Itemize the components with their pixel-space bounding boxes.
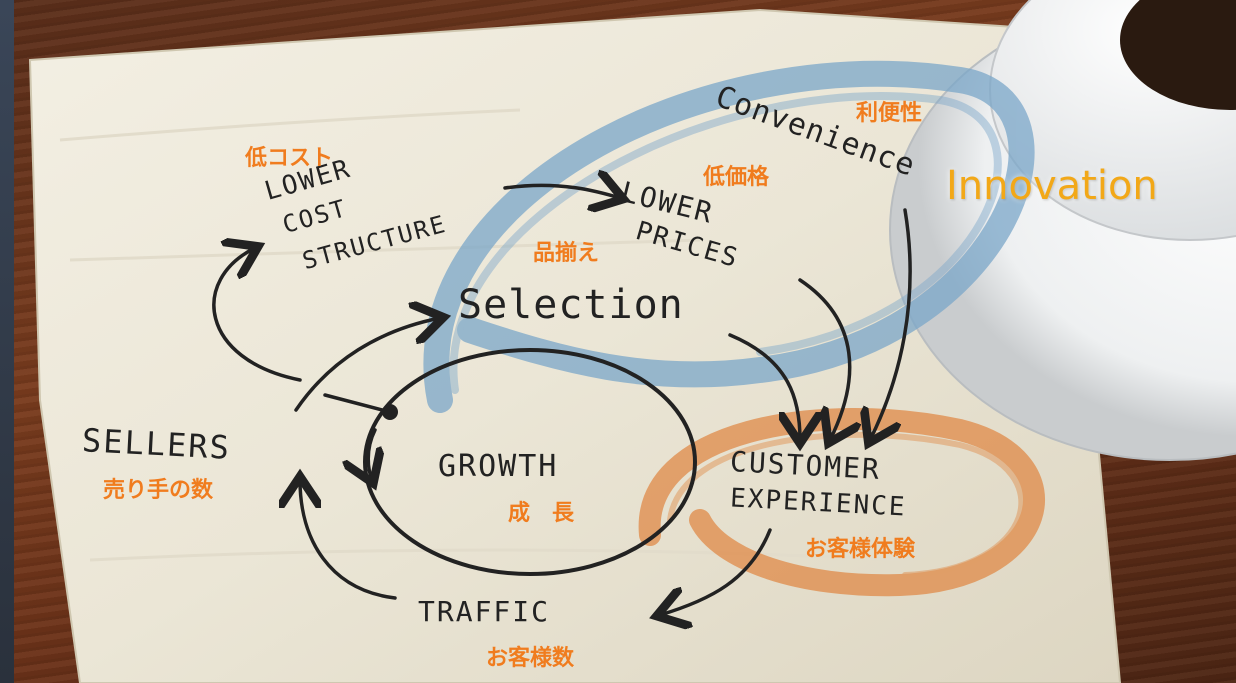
arrow-hub-to-selection — [294, 318, 440, 412]
jp-convenience: 利便性 — [856, 101, 923, 126]
arrow-customer-to-traffic — [660, 528, 772, 615]
jp-growth: 成 長 — [508, 501, 575, 526]
jp-traffic: お客様数 — [486, 646, 575, 671]
growth-label: GROWTH — [438, 449, 559, 484]
arrow-sellers-to-cost — [212, 248, 302, 382]
arrow-cost-to-prices — [503, 185, 620, 198]
traffic-label: TRAFFIC — [418, 595, 551, 628]
jp-selection: 品揃え — [533, 241, 600, 266]
jp-sellers: 売り手の数 — [103, 478, 214, 503]
arrow-circle-down — [368, 428, 375, 480]
jp-low-price: 低価格 — [703, 165, 770, 190]
customer-label-line1: CUSTOMER — [729, 445, 882, 486]
selection-label: Selection — [458, 282, 684, 328]
arrow-hub-line — [323, 393, 392, 414]
arrow-convenience-to-customer — [870, 208, 912, 440]
orange-swirl — [638, 407, 1045, 597]
sellers-label: SELLERS — [81, 421, 232, 467]
innovation-label: Innovation — [946, 163, 1158, 209]
blue-swirl — [423, 60, 1035, 413]
arrow-selection-to-customer — [728, 333, 800, 440]
jp-low-cost: 低コスト — [245, 146, 334, 171]
jp-customer: お客様体験 — [805, 537, 916, 562]
arrow-traffic-to-sellers — [300, 480, 397, 600]
arrow-prices-to-customer — [798, 278, 850, 440]
